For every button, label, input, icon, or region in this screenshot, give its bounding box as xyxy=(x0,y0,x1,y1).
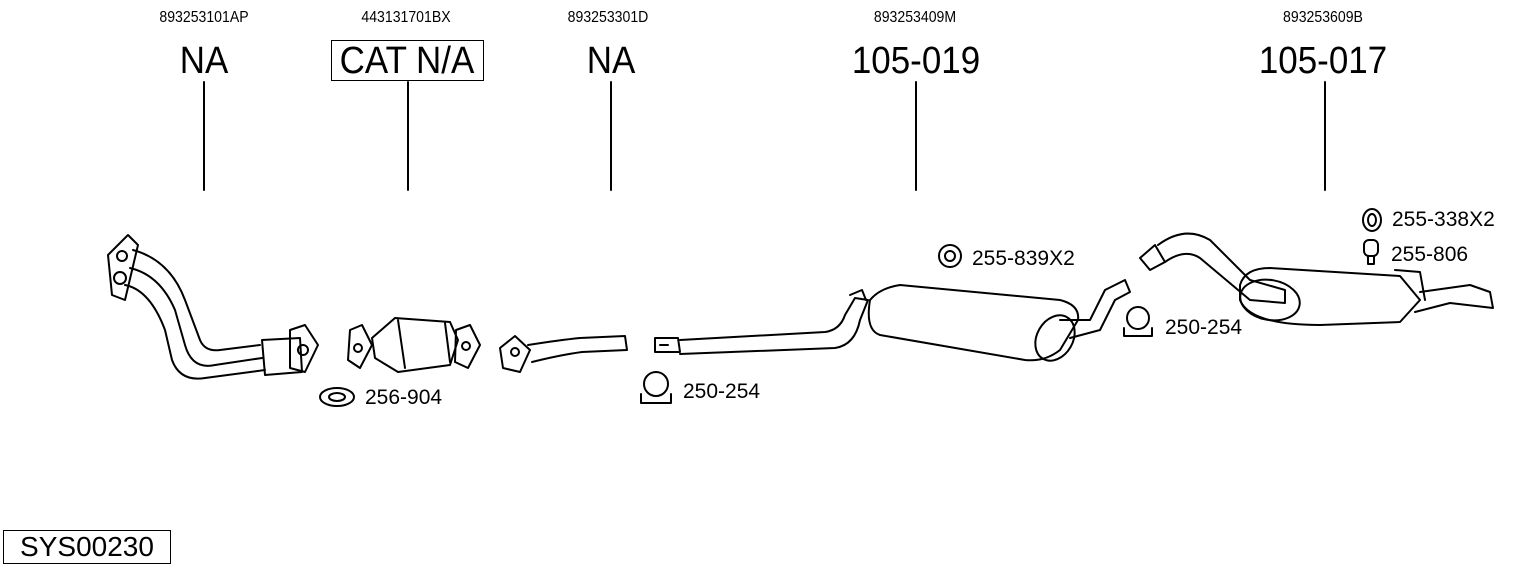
oem-part-number: 893253101AP xyxy=(159,9,249,26)
accessory-label: 255-839X2 xyxy=(972,247,1075,270)
hanger-icon xyxy=(1363,239,1379,265)
accessory-label: 256-904 xyxy=(365,386,443,409)
accessory-label: 250-254 xyxy=(683,380,761,403)
part-code: NA xyxy=(586,40,636,82)
oem-part-number: 443131701BX xyxy=(361,9,451,26)
part-code: 105-017 xyxy=(1258,40,1388,82)
intermediate-pipe-drawing xyxy=(499,335,628,373)
clamp-icon xyxy=(1123,306,1153,337)
oem-part-number: 893253301D xyxy=(567,9,649,26)
oem-part-number: 893253409M xyxy=(873,9,957,26)
accessory-label: 250-254 xyxy=(1165,316,1243,339)
part-code-box xyxy=(331,40,484,81)
part-code: CAT N/A xyxy=(339,40,475,82)
catalytic-converter-drawing xyxy=(347,317,481,373)
part-code: 105-019 xyxy=(851,40,981,82)
middle-silencer-drawing xyxy=(654,279,1131,362)
accessory-label: 255-338X2 xyxy=(1392,208,1495,231)
front-pipe-drawing xyxy=(107,234,319,380)
rubber-mount-icon xyxy=(938,244,962,268)
gasket-icon xyxy=(319,387,355,407)
oem-part-number: 893253609B xyxy=(1283,9,1363,26)
rubber-ring-icon xyxy=(1362,208,1382,232)
clamp-icon xyxy=(640,371,672,404)
rear-silencer-drawing xyxy=(1139,232,1494,326)
accessory-label: 255-806 xyxy=(1391,243,1469,266)
system-id-label: SYS00230 xyxy=(3,530,171,564)
part-code: NA xyxy=(179,40,229,82)
